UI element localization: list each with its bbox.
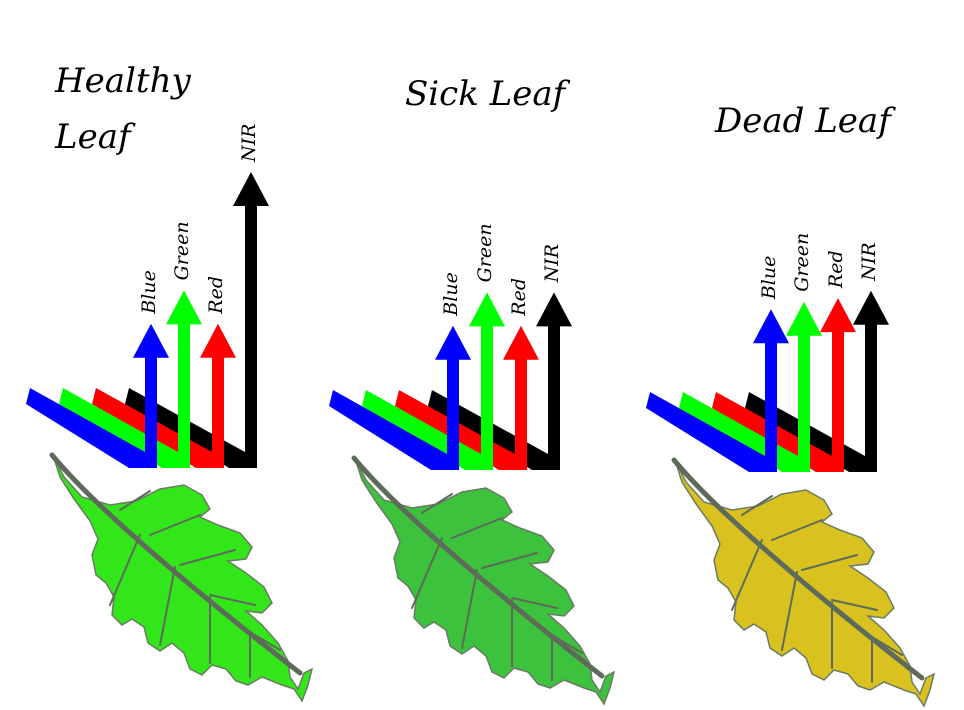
incident-red-band: [92, 388, 224, 468]
reflected-green-arrow: [786, 301, 822, 472]
panel-title: Leaf: [54, 117, 136, 157]
band-label-nir: NIR: [238, 124, 260, 163]
reflected-red-arrow: [820, 298, 856, 472]
incident-blue-band: [329, 390, 459, 470]
leaf-vein: [741, 495, 773, 516]
leaf-vein: [159, 566, 176, 646]
leaf-vein: [411, 537, 443, 609]
incident-green-band: [679, 392, 810, 472]
leaf-midrib: [671, 457, 925, 681]
leaf-vein: [781, 571, 798, 651]
reflected-nir-arrow: [233, 172, 269, 468]
reflected-nir-arrow: [853, 290, 889, 472]
band-label-green: Green: [171, 221, 193, 280]
leaf-vein: [109, 534, 141, 606]
reflected-red-arrow: [503, 325, 539, 470]
reflected-blue-arrow: [753, 309, 789, 472]
reflected-red-arrow: [200, 323, 236, 468]
incident-green-band: [59, 388, 190, 468]
incident-blue-band: [646, 392, 777, 472]
incident-green-band: [362, 390, 493, 470]
band-label-blue: Blue: [440, 272, 462, 317]
leaf-vein: [179, 549, 236, 566]
band-label-blue: Blue: [758, 256, 780, 301]
panel-title: Dead Leaf: [714, 101, 896, 141]
leaf-image: [671, 457, 936, 708]
band-label-red: Red: [825, 250, 847, 289]
band-label-nir: NIR: [541, 244, 563, 283]
leaf-vein: [731, 539, 763, 611]
incident-blue-band: [26, 388, 157, 468]
band-label-red: Red: [205, 276, 227, 315]
leaf-vein: [421, 493, 453, 514]
reflected-green-arrow: [469, 292, 505, 470]
leaf-vein: [234, 622, 281, 651]
leaf-vein: [149, 514, 201, 536]
leaf-vein: [856, 627, 903, 656]
band-label-red: Red: [508, 278, 530, 317]
leaf-vein: [831, 599, 878, 611]
reflected-green-arrow: [166, 290, 202, 468]
incident-red-band: [395, 390, 527, 470]
reflected-blue-arrow: [133, 323, 169, 468]
leaf-vein: [461, 569, 478, 649]
leaf-vein: [119, 490, 151, 511]
leaf-vein: [511, 597, 558, 609]
band-label-nir: NIR: [858, 242, 880, 281]
leaf-image: [49, 452, 314, 703]
panel-title: Healthy: [54, 61, 191, 101]
leaf-vein: [481, 552, 538, 569]
reflected-nir-arrow: [536, 292, 572, 470]
leaf-vein: [771, 519, 823, 541]
leaf-vein: [801, 554, 858, 571]
reflected-blue-arrow: [435, 325, 471, 470]
leaf-midrib: [49, 452, 303, 676]
band-label-blue: Blue: [138, 270, 160, 315]
incident-red-band: [712, 392, 844, 472]
panel-title: Sick Leaf: [405, 74, 571, 114]
leaf-vein: [451, 517, 503, 539]
leaf-vein: [536, 625, 583, 654]
leaf-midrib: [351, 455, 605, 679]
band-label-green: Green: [474, 223, 496, 282]
leaf-vein: [209, 594, 256, 606]
band-label-green: Green: [791, 233, 813, 292]
leaf-image: [351, 455, 616, 706]
